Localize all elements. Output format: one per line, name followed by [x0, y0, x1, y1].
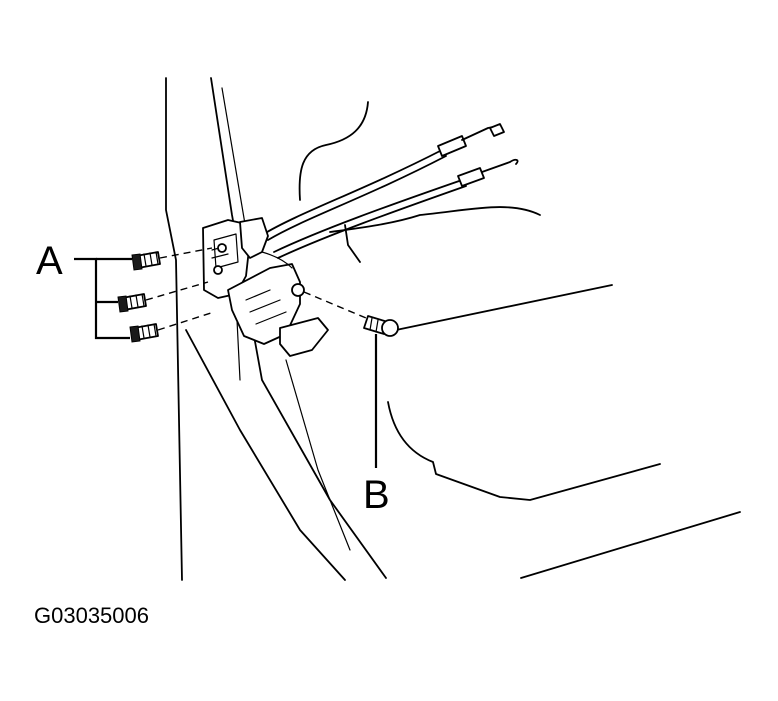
- pillar-edge-inner: [210, 77, 387, 579]
- latch-actuator-housing: [227, 263, 301, 345]
- pillar-edge-upper: [221, 87, 247, 231]
- cable-2-a: [273, 179, 463, 253]
- screw-b-head: [381, 319, 399, 337]
- align-line-a3: [157, 311, 215, 331]
- latch-housing-ribs: [245, 289, 287, 325]
- leader-lines: [74, 257, 378, 468]
- panel-bottom-line: [520, 511, 741, 579]
- latch-motor-block: [279, 317, 329, 357]
- align-line-a1: [159, 247, 213, 259]
- screw-a-1: [131, 251, 161, 271]
- align-line-a2: [145, 281, 209, 301]
- panel-lower-contour: [387, 401, 661, 501]
- door-frame: [165, 77, 387, 581]
- control-cables: [261, 123, 519, 259]
- cable-1-b: [267, 155, 447, 241]
- door-inner-edge: [285, 359, 351, 551]
- latch-screw-hole-2: [213, 265, 223, 275]
- screw-b-thread: [369, 317, 379, 333]
- alignment-lines: [145, 247, 367, 331]
- cable-1-end: [489, 123, 505, 137]
- door-latch-assembly: [202, 217, 329, 357]
- screw-a-2: [117, 293, 147, 313]
- latch-mounting-hole: [291, 283, 305, 297]
- pillar-edge-outer: [165, 77, 183, 581]
- panel-step: [344, 224, 361, 263]
- callout-label-a: A: [36, 239, 63, 283]
- door-inner-panel: [298, 101, 741, 579]
- cable-1-sleeve: [437, 135, 467, 157]
- panel-mid-contour: [329, 206, 541, 233]
- panel-ledge-line: [395, 284, 613, 331]
- cable-2-sleeve: [457, 167, 485, 187]
- door-edge-curve: [185, 329, 346, 581]
- align-line-b: [303, 291, 367, 319]
- cable-2-b: [277, 185, 467, 259]
- callout-label-b: B: [363, 473, 390, 517]
- cable-1-a: [261, 149, 443, 236]
- screw-a-3: [129, 323, 159, 343]
- cable-2-rod: [481, 158, 519, 173]
- screw-b: [363, 315, 399, 337]
- leader-a-bracket: [74, 257, 130, 340]
- latch-link-rod: [261, 251, 293, 269]
- figure-code: G03035006: [34, 603, 149, 628]
- screws-a: [117, 251, 161, 343]
- latch-inner-detail: [213, 233, 239, 269]
- latch-screw-hole-1: [217, 243, 227, 253]
- panel-upper-contour: [298, 101, 369, 201]
